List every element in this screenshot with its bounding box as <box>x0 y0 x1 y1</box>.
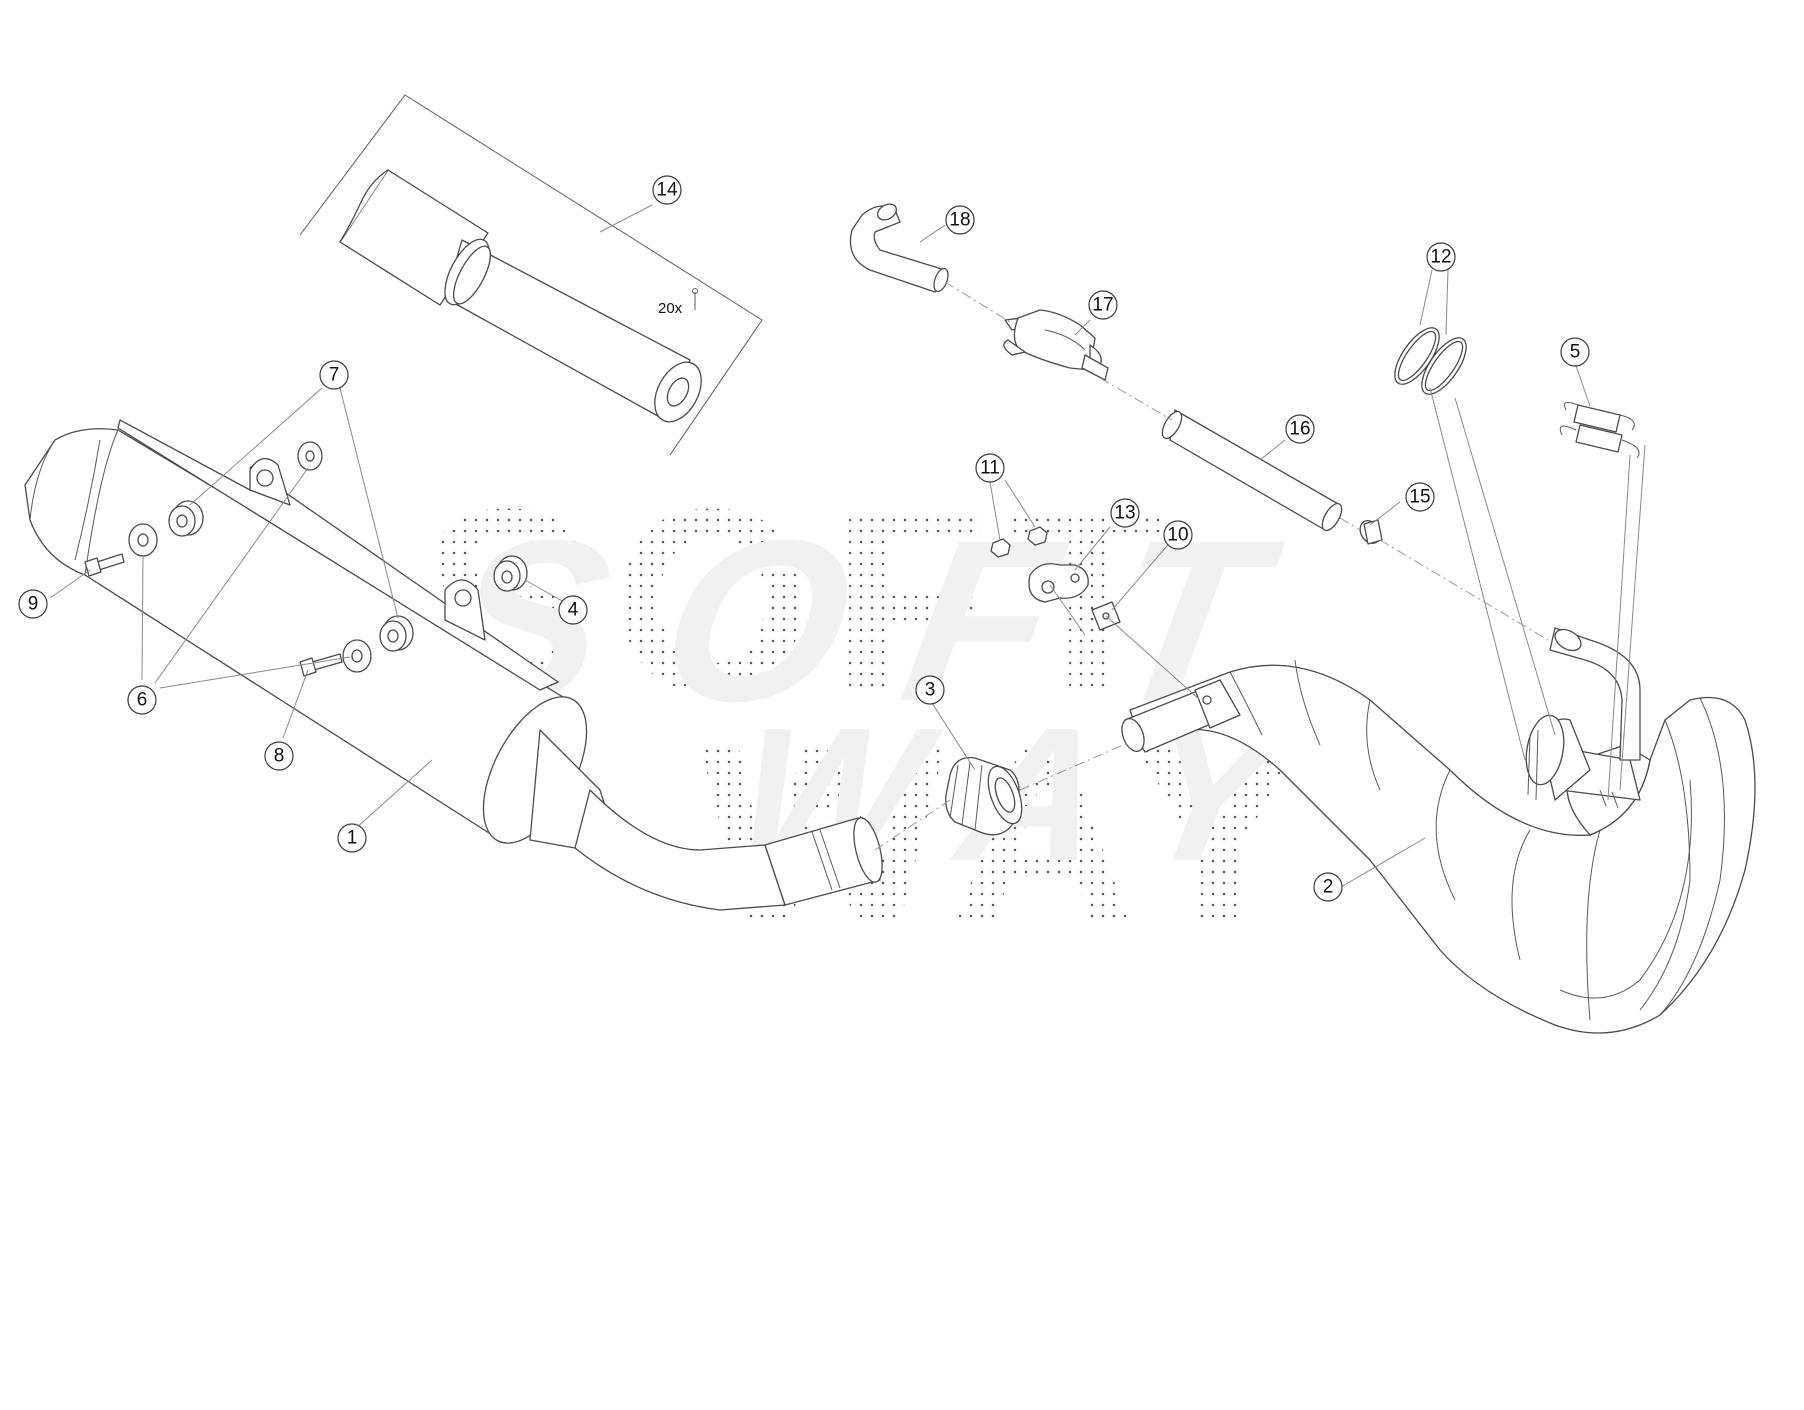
svg-text:2: 2 <box>1323 877 1334 898</box>
part-11-nuts <box>990 526 1048 558</box>
callout-17: 17 <box>1088 290 1118 320</box>
part-6-washers <box>128 441 372 673</box>
svg-text:15: 15 <box>1409 487 1430 508</box>
part-1-silencer <box>24 419 883 911</box>
svg-text:17: 17 <box>1092 295 1113 316</box>
part-13-bracket <box>1028 563 1089 603</box>
part-12-o-rings <box>1394 327 1467 395</box>
part-14-packing-kit: 20x <box>299 94 763 456</box>
callout-9: 9 <box>18 589 48 619</box>
svg-text:8: 8 <box>274 746 285 767</box>
callout-4: 4 <box>558 595 588 625</box>
callout-10: 10 <box>1163 520 1193 550</box>
part-7-grommets <box>168 500 414 652</box>
svg-text:1: 1 <box>347 828 358 849</box>
callout-15: 15 <box>1405 482 1435 512</box>
callout-7: 7 <box>319 360 349 390</box>
assembly-axis-lines <box>874 281 1646 851</box>
callout-18: 18 <box>945 205 975 235</box>
part-5-springs <box>1559 401 1640 459</box>
callout-14: 14 <box>652 175 682 205</box>
part-16-hose <box>1161 409 1343 532</box>
callout-6: 6 <box>127 685 157 715</box>
callout-12: 12 <box>1426 242 1456 272</box>
callout-8: 8 <box>264 741 294 771</box>
svg-text:14: 14 <box>656 180 678 201</box>
callout-3: 3 <box>915 675 945 705</box>
callout-5: 5 <box>1560 337 1590 367</box>
svg-text:13: 13 <box>1114 503 1135 524</box>
svg-text:11: 11 <box>980 458 1000 479</box>
svg-text:18: 18 <box>949 210 970 231</box>
part-3-connector-sleeve <box>945 756 1023 836</box>
callouts: 1 2 3 4 5 6 7 8 <box>18 175 1590 902</box>
callout-1: 1 <box>337 823 367 853</box>
part-4-grommet <box>493 555 528 592</box>
callout-11: 11 <box>975 453 1005 483</box>
svg-text:16: 16 <box>1289 419 1310 440</box>
svg-text:12: 12 <box>1430 247 1451 268</box>
svg-text:3: 3 <box>925 680 936 701</box>
svg-text:5: 5 <box>1570 342 1581 363</box>
svg-text:7: 7 <box>329 365 340 386</box>
kit-quantity-note: 20x <box>658 300 683 317</box>
callout-leaders <box>49 204 1591 888</box>
part-8-bolt <box>299 653 343 677</box>
svg-text:6: 6 <box>137 690 148 711</box>
callout-16: 16 <box>1285 414 1315 444</box>
svg-text:10: 10 <box>1167 525 1188 546</box>
part-9-bolt <box>84 553 125 577</box>
callout-2: 2 <box>1313 872 1343 902</box>
part-2-expansion-chamber <box>1121 627 1756 1034</box>
svg-text:4: 4 <box>568 600 579 621</box>
part-15-ring <box>1359 519 1383 545</box>
part-18-elbow-hose <box>849 203 949 293</box>
callout-13: 13 <box>1110 498 1140 528</box>
part-17-valve <box>1003 309 1109 381</box>
svg-text:9: 9 <box>28 594 39 615</box>
